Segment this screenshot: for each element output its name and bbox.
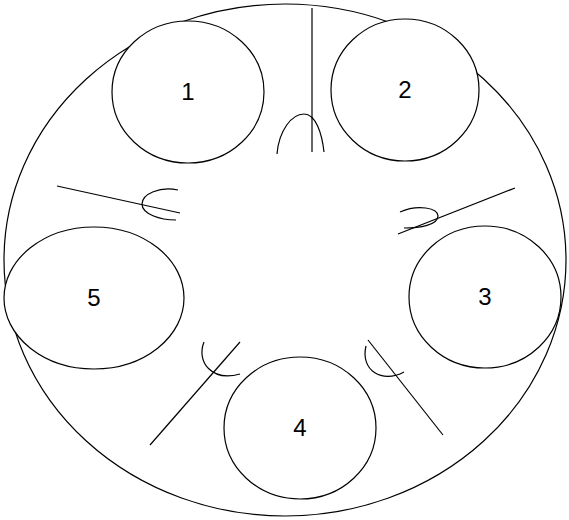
plate-circle: 1 bbox=[111, 20, 265, 164]
plate-circle: 5 bbox=[3, 226, 185, 370]
plate-number: 4 bbox=[293, 415, 306, 441]
plate-number: 3 bbox=[478, 284, 491, 310]
fork-symbol bbox=[277, 8, 324, 154]
plate-circle: 4 bbox=[223, 356, 377, 500]
plate-number: 5 bbox=[87, 285, 100, 311]
plate-circle: 3 bbox=[408, 225, 562, 369]
plate-number: 2 bbox=[398, 77, 411, 103]
fork-symbol bbox=[57, 186, 180, 220]
fork-symbol bbox=[365, 340, 443, 435]
plate-circle: 2 bbox=[330, 18, 480, 162]
table-outline bbox=[4, 4, 566, 516]
plate-number: 1 bbox=[181, 79, 194, 105]
